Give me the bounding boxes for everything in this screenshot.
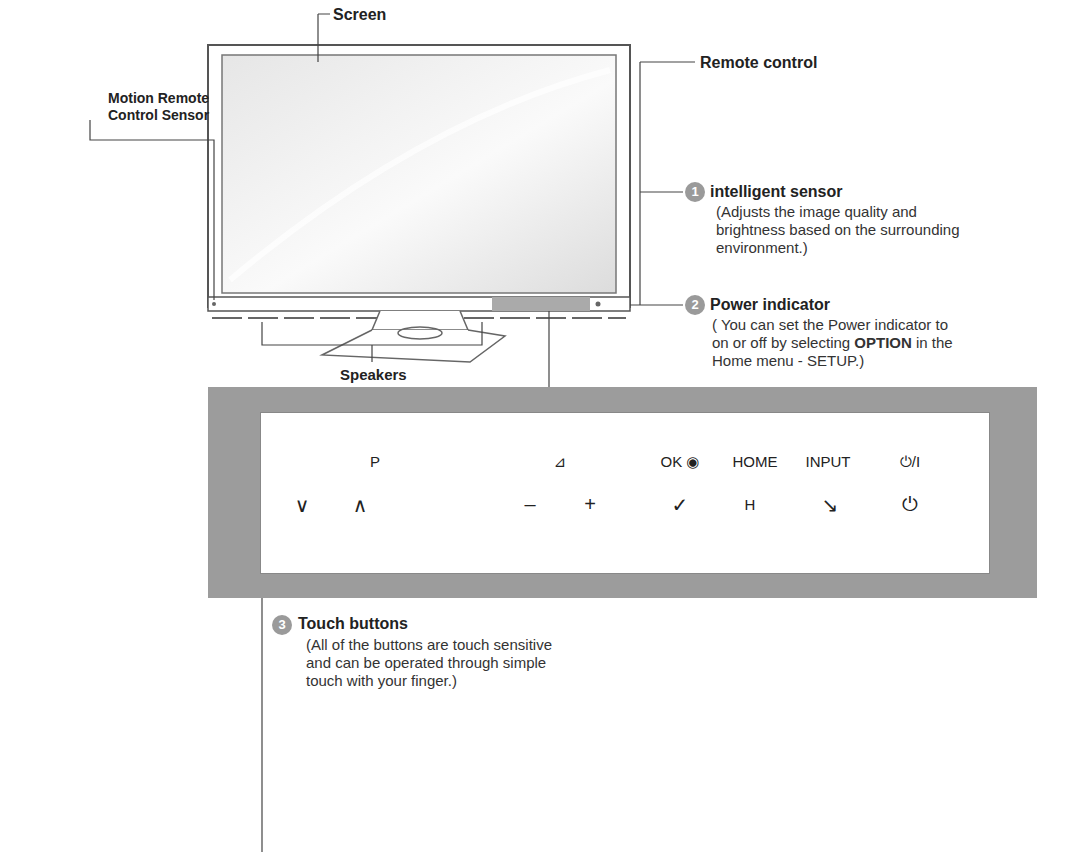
button-label: ∨ — [295, 493, 310, 517]
button-label: INPUT — [806, 453, 851, 470]
touch-area — [492, 297, 590, 311]
button-label: ✓ — [672, 493, 689, 517]
button-label: + — [584, 493, 596, 516]
note-paragraph: ( You can set the Power indicator to on … — [712, 316, 957, 370]
tv-frame — [208, 45, 630, 307]
button-label: ∧ — [353, 493, 368, 517]
part-name: intelligent sensor — [710, 182, 842, 201]
motion-sensor — [212, 302, 216, 306]
part-name: Power indicator — [710, 295, 830, 314]
button-label: P — [370, 453, 380, 470]
callout-number: 2 — [685, 295, 705, 315]
button-label: H — [745, 496, 756, 513]
touch-button-panel: P ⊿ OK ◉ HOME INPUT ⏻/I ∨ ∧ – + ✓ H ↘ ⏻ — [208, 387, 1037, 598]
part-name: Screen — [333, 5, 386, 24]
button-label: – — [524, 493, 535, 516]
button-label: ⏻/I — [900, 453, 920, 471]
bottom-bar — [208, 297, 630, 311]
button-label: ↘ — [822, 493, 839, 517]
button-label: ⏻ — [902, 493, 918, 516]
button-label: OK ◉ — [661, 453, 700, 471]
tv-stand — [322, 330, 505, 362]
note: ( You can set the Power indicator to on … — [712, 316, 948, 351]
part-name: Speakers — [340, 366, 407, 384]
note: (Adjusts the image quality and brightnes… — [716, 203, 961, 257]
callout-number: 1 — [685, 182, 705, 202]
part-name: Remote control — [700, 53, 817, 72]
panel-face — [260, 412, 990, 574]
note: (All of the buttons are touch sensitive … — [306, 636, 576, 690]
menu-name: OPTION — [854, 334, 912, 351]
tv-screen — [222, 55, 616, 293]
button-label: HOME — [733, 453, 778, 470]
part-name: Motion Remote Control Sensor — [108, 90, 238, 124]
power-led — [596, 302, 601, 307]
part-name: Touch buttons — [298, 614, 408, 633]
callout-number: 3 — [272, 615, 292, 635]
button-label: ⊿ — [554, 453, 567, 471]
